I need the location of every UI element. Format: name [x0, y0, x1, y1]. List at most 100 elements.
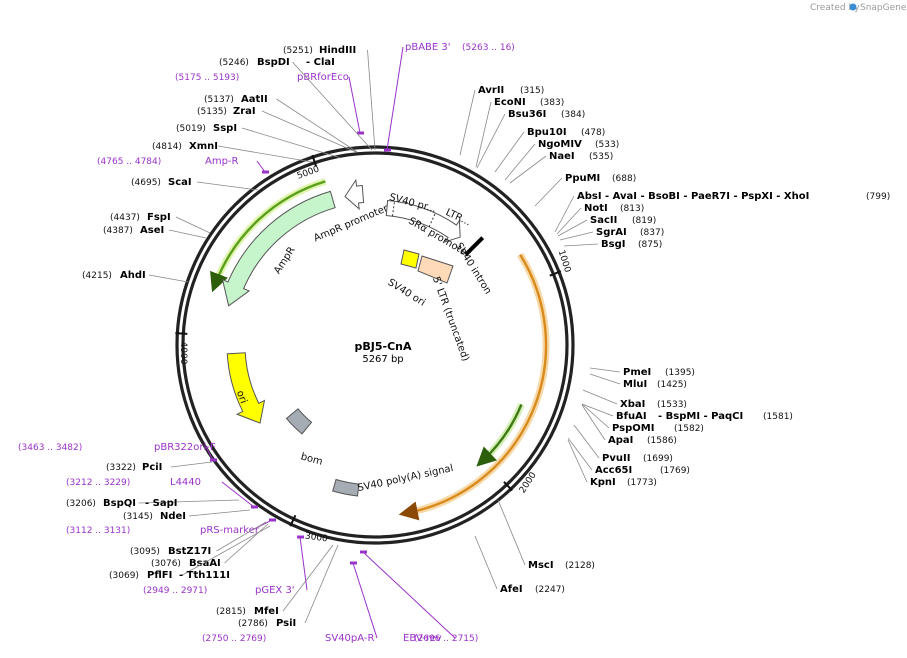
site-leader	[556, 207, 582, 235]
site-name-sgrai[interactable]: SgrAI	[596, 227, 627, 238]
site-name-pspomi[interactable]: PspOMI	[612, 423, 654, 434]
site-layer: (5251)HindIII(5246)BspDI- ClaI(5137)AatI…	[66, 45, 890, 629]
feature-ampr-promoter[interactable]	[344, 178, 365, 211]
site-name-scai[interactable]: ScaI	[168, 177, 192, 188]
feature-sra-promoter[interactable]	[385, 200, 461, 243]
primer-mark-6	[297, 535, 304, 539]
site-name-xmni[interactable]: XmnI	[189, 141, 218, 152]
site-leader	[175, 216, 211, 234]
site-name-sacii[interactable]: SacII	[590, 215, 617, 226]
site-name-asei[interactable]: AseI	[140, 225, 164, 236]
site-name-absi[interactable]: AbsI	[577, 191, 602, 202]
site-name-psii[interactable]: PsiI	[276, 618, 296, 629]
site-name-aatii[interactable]: AatII	[241, 94, 268, 105]
primer-name[interactable]: pBR322ori-F	[154, 442, 216, 453]
primer-name[interactable]: Amp-R	[205, 156, 239, 167]
site-name-econi[interactable]: EcoNI	[494, 97, 526, 108]
site-name-ahdi[interactable]: AhdI	[120, 270, 146, 281]
site-name-mlui[interactable]: MluI	[623, 379, 647, 390]
tick-label-4000: 4000	[178, 342, 188, 365]
sra-separator	[391, 201, 395, 217]
tick-mark-3000	[289, 514, 297, 527]
site-name-apai[interactable]: ApaI	[608, 435, 633, 446]
orf_green_in-arc[interactable]	[476, 403, 523, 467]
site-name-xbai[interactable]: XbaI	[620, 399, 645, 410]
site-name-bspdi[interactable]: BspDI	[257, 57, 290, 68]
site-name-ndei[interactable]: NdeI	[160, 511, 186, 522]
site-name-bfuai[interactable]: BfuAI	[616, 411, 647, 422]
site-extra-names[interactable]: - BspMI - PaqCI	[658, 411, 743, 422]
site-name-pmei[interactable]: PmeI	[623, 367, 651, 378]
feature-sv40-ori[interactable]	[400, 249, 420, 269]
site-position: (5137)	[204, 95, 234, 105]
feature-ampr[interactable]	[221, 190, 336, 307]
primer-name[interactable]: pBRforEco	[297, 72, 349, 83]
site-name-bstz17i[interactable]: BstZ17I	[168, 546, 211, 557]
primer-name[interactable]: pGEX 3'	[255, 585, 295, 596]
site-name-noti[interactable]: NotI	[584, 203, 608, 214]
site-name-bspqi[interactable]: BspQI	[103, 498, 136, 509]
site-position: (4695)	[131, 178, 161, 188]
primer-name[interactable]: EBV-rev	[403, 633, 442, 644]
site-extra-names[interactable]: - AvaI - BsoBI - PaeR7I - PspXI - XhoI	[605, 191, 809, 202]
primer-name[interactable]: SV40pA-R	[325, 633, 374, 644]
feature-sv40-intron[interactable]	[464, 236, 485, 257]
site-name-pflfi[interactable]: PflFI	[147, 570, 172, 581]
site-name-hindiii[interactable]: HindIII	[319, 45, 356, 56]
feature-sv40-polya[interactable]	[332, 478, 360, 497]
primer-range: (5175 .. 5193)	[175, 73, 239, 83]
site-name-sspi[interactable]: SspI	[213, 123, 237, 134]
site-name-pvuii[interactable]: PvuII	[602, 453, 630, 464]
site-leader	[589, 373, 621, 385]
site-name-afei[interactable]: AfeI	[500, 584, 523, 595]
primer-range: (4765 .. 4784)	[97, 157, 161, 167]
site-name-kpni[interactable]: KpnI	[590, 477, 616, 488]
site-position: (478)	[581, 128, 605, 138]
site-name-avrii[interactable]: AvrII	[478, 85, 504, 96]
site-leader	[182, 525, 271, 576]
tick-label-3000: 3000	[304, 531, 328, 544]
site-name-ngomiv[interactable]: NgoMIV	[538, 139, 582, 150]
site-name-acc65i[interactable]: Acc65I	[595, 465, 632, 476]
site-leader	[557, 219, 588, 237]
tick-mark-2000	[503, 481, 513, 492]
site-name-pcii[interactable]: PciI	[142, 462, 162, 473]
site-name-msci[interactable]: MscI	[528, 560, 554, 571]
site-leader	[582, 389, 618, 405]
feature-5ltr[interactable]	[417, 255, 454, 284]
site-extra-names[interactable]: - SapI	[145, 498, 177, 509]
feature-ori[interactable]	[226, 352, 266, 424]
primer-layer: pBABE 3'(5263 .. 16)pBRforEco(5175 .. 51…	[18, 42, 515, 644]
site-leader	[509, 155, 547, 184]
primer-name[interactable]: pBABE 3'	[405, 42, 451, 53]
site-position: (1425)	[657, 380, 687, 390]
site-name-zrai[interactable]: ZraI	[233, 106, 256, 117]
site-leader	[559, 231, 594, 241]
primer-name[interactable]: pRS-marker	[200, 525, 260, 536]
site-position: (3145)	[123, 512, 153, 522]
feature-bom[interactable]	[285, 408, 313, 435]
primer-mark-8	[360, 550, 367, 554]
site-position: (5019)	[176, 124, 206, 134]
site-position: (837)	[640, 228, 664, 238]
orf_green_out-arc[interactable]	[210, 180, 326, 293]
site-name-mfei[interactable]: MfeI	[254, 606, 279, 617]
site-position: (1582)	[674, 424, 704, 434]
site-name-fspi[interactable]: FspI	[147, 212, 171, 223]
site-extra-names[interactable]: - Tth111I	[179, 570, 230, 581]
site-name-naei[interactable]: NaeI	[549, 151, 575, 162]
site-name-bsgi[interactable]: BsgI	[601, 239, 625, 250]
site-position: (875)	[638, 240, 662, 250]
site-name-ppumi[interactable]: PpuMI	[565, 173, 600, 184]
primer-range: (2696 .. 2715)	[414, 634, 478, 644]
site-position: (535)	[589, 152, 613, 162]
site-name-bsaai[interactable]: BsaAI	[189, 558, 221, 569]
primer-name[interactable]: L4440	[170, 477, 201, 488]
site-name-bsu36i[interactable]: Bsu36I	[508, 109, 546, 120]
site-leader	[573, 424, 600, 459]
site-leader	[217, 145, 313, 163]
site-name-bpu10i[interactable]: Bpu10I	[527, 127, 567, 138]
site-extra-names[interactable]: - ClaI	[306, 57, 335, 68]
orf_orange-arc[interactable]	[398, 253, 548, 521]
